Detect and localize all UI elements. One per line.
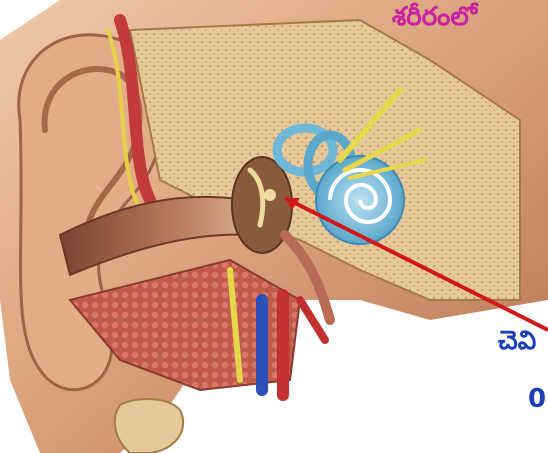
title-text: శరీరంలో	[392, 2, 477, 38]
caption-line1: చెవి	[498, 326, 536, 362]
jaw-bone	[115, 399, 183, 453]
caption-line2: 0	[528, 384, 546, 414]
